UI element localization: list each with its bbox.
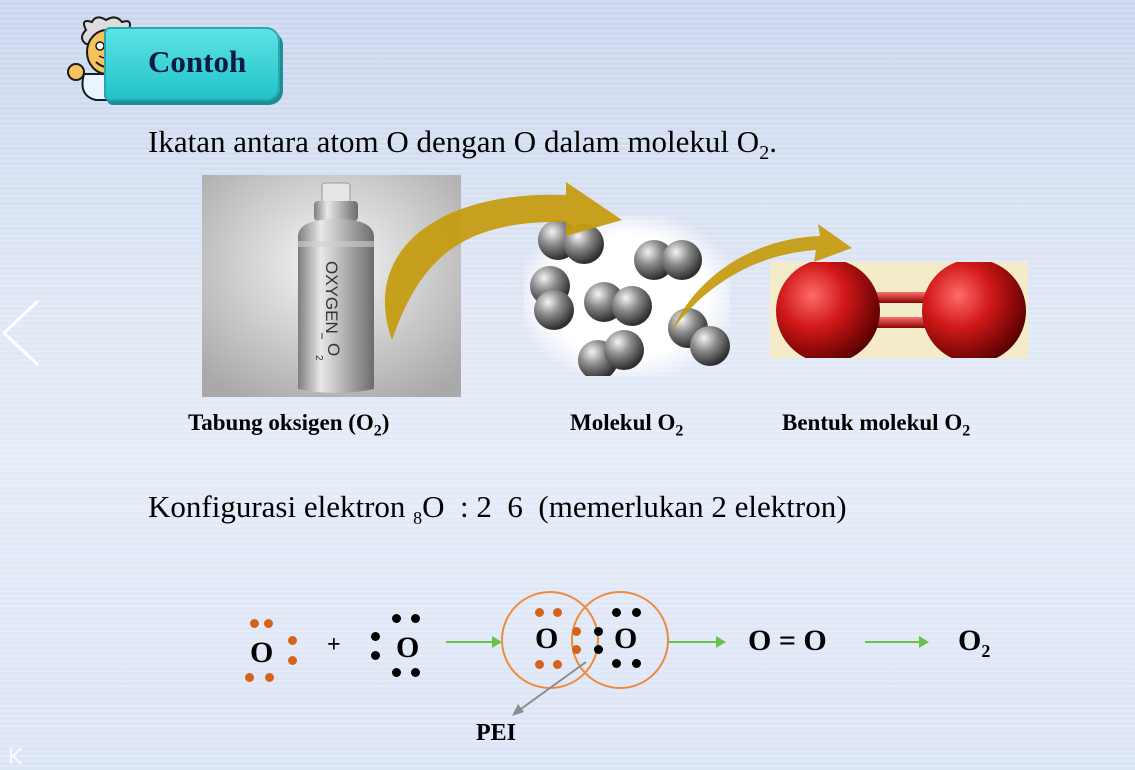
electron-dot bbox=[553, 608, 562, 617]
electron-dot bbox=[594, 645, 603, 654]
lewis-atom-2: O bbox=[396, 631, 420, 664]
caption-o2-molecule: Molekul O2 bbox=[570, 410, 684, 440]
previous-slide-chevron-icon[interactable] bbox=[0, 297, 42, 369]
electron-dot bbox=[535, 608, 544, 617]
electron-dot bbox=[632, 608, 641, 617]
shared-atom-right: O bbox=[614, 622, 638, 655]
electron-dot bbox=[245, 673, 254, 682]
lewis-atom-1: O bbox=[250, 636, 274, 669]
cylinder-formula-sub: 2 bbox=[313, 355, 324, 361]
electron-dot bbox=[371, 632, 380, 641]
caption-oxygen-cylinder: Tabung oksigen (O2) bbox=[188, 410, 390, 440]
plus-sign: + bbox=[327, 632, 341, 658]
electron-dot bbox=[535, 660, 544, 669]
shared-atom-left: O bbox=[535, 622, 559, 655]
reaction-arrow bbox=[668, 636, 726, 648]
electron-configuration-text: Konfigurasi elektron 8O : 2 6 (memerluka… bbox=[148, 489, 847, 529]
double-bond-formula: O = O bbox=[748, 624, 827, 657]
product-formula: O2 bbox=[958, 624, 991, 661]
electron-dot bbox=[411, 668, 420, 677]
electron-dot bbox=[265, 673, 274, 682]
electron-dot bbox=[264, 619, 273, 628]
electron-dot bbox=[594, 627, 603, 636]
cylinder-formula: O bbox=[324, 343, 343, 356]
electron-dot bbox=[392, 614, 401, 623]
electron-dot bbox=[632, 659, 641, 668]
electron-dot bbox=[250, 619, 259, 628]
electron-dot bbox=[612, 659, 621, 668]
cylinder-label: OXYGEN bbox=[322, 261, 341, 334]
electron-dot bbox=[392, 668, 401, 677]
electron-dot bbox=[572, 627, 581, 636]
example-badge-label: Contoh bbox=[148, 44, 247, 79]
oxygen-cylinder-image: OXYGEN O 2 bbox=[202, 175, 461, 397]
electron-dot bbox=[288, 636, 297, 645]
pei-label: PEI bbox=[476, 720, 517, 746]
electron-sharing-circles bbox=[446, 591, 669, 716]
reaction-arrow bbox=[865, 636, 929, 648]
electron-dot bbox=[572, 645, 581, 654]
example-badge bbox=[104, 27, 280, 101]
electron-dot bbox=[371, 651, 380, 660]
first-slide-icon[interactable] bbox=[8, 746, 24, 766]
electron-dot bbox=[553, 660, 562, 669]
electron-dot bbox=[612, 608, 621, 617]
intro-text: Ikatan antara atom O dengan O dalam mole… bbox=[148, 124, 777, 165]
electron-dot bbox=[411, 614, 420, 623]
caption-o2-shape: Bentuk molekul O2 bbox=[782, 410, 971, 440]
electron-dot bbox=[288, 656, 297, 665]
